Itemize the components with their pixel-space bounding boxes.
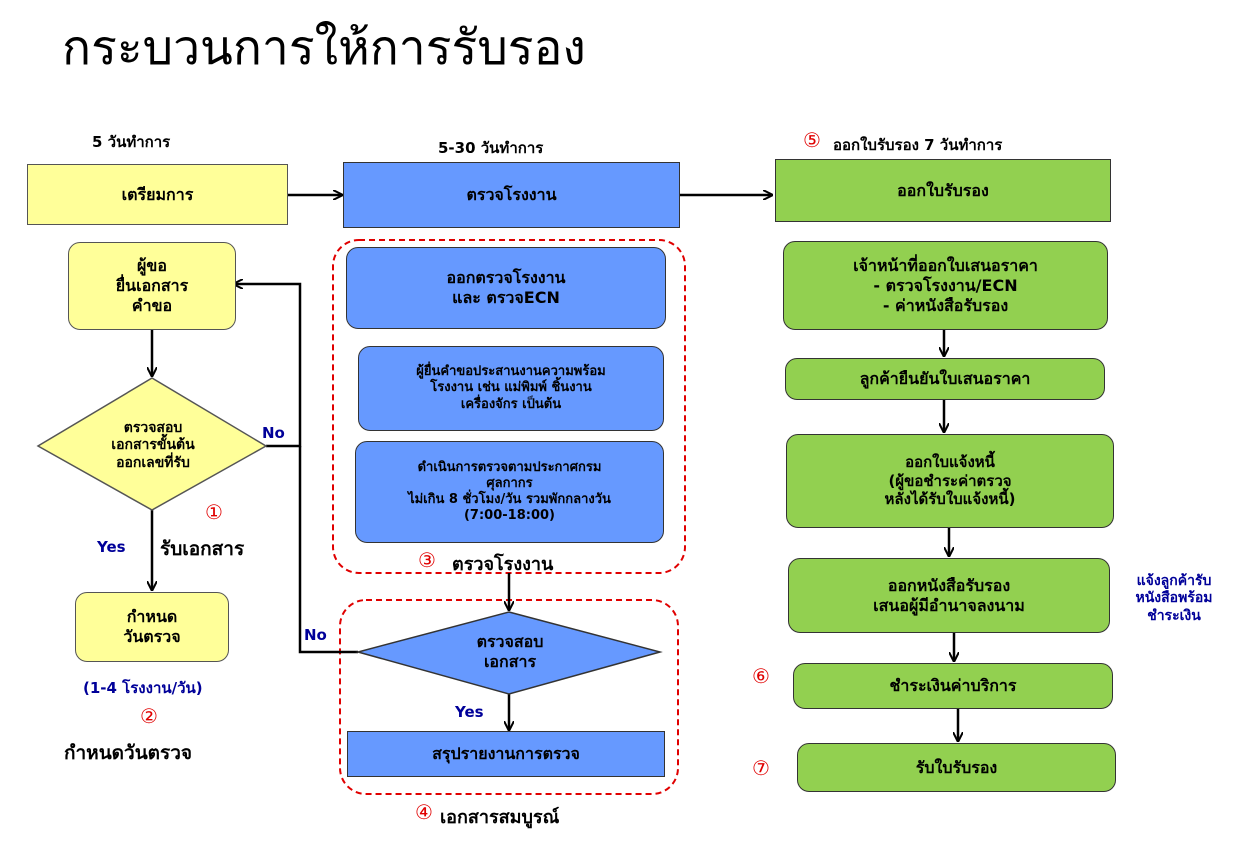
- payment-box: ชำระเงินค่าบริการ: [793, 663, 1113, 709]
- receive-certificate-box: รับใบรับรอง: [797, 743, 1116, 792]
- marker-1: ①: [205, 500, 223, 524]
- marker-2: ②: [140, 704, 158, 728]
- yes-label-2: Yes: [455, 703, 484, 721]
- marker-6: ⑥: [752, 664, 770, 688]
- doc-check-decision-2-text: ตรวจสอบ เอกสาร: [476, 632, 544, 671]
- col3-header: ออกใบรับรอง 7 วันทำการ: [833, 136, 1003, 154]
- page-title: กระบวนการให้การรับรอง: [62, 20, 586, 76]
- certificate-sign-box: ออกหนังสือรับรอง เสนอผู้มีอำนาจลงนาม: [788, 558, 1110, 633]
- arrow-decision-no-back: [234, 284, 302, 448]
- schedule-box: กำหนด วันตรวจ: [75, 592, 229, 662]
- coordinate-readiness-box: ผู้ยื่นคำขอประสานงานความพร้อม โรงงาน เช่…: [358, 346, 664, 431]
- marker-3: ③: [418, 548, 436, 572]
- col1-header: 5 วันทำการ: [92, 133, 171, 151]
- schedule-caption: กำหนดวันตรวจ: [64, 742, 193, 764]
- invoice-box: ออกใบแจ้งหนี้ (ผู้ขอชำระค่าตรวจ หลังได้ร…: [786, 434, 1114, 528]
- factory-inspection-box: ตรวจโรงงาน: [343, 162, 680, 228]
- arrow-doccheck-no-back: [298, 446, 358, 654]
- col2-header: 5-30 วันทำการ: [438, 139, 544, 157]
- no-label-2: No: [304, 626, 327, 644]
- confirm-quotation-box: ลูกค้ายืนยันใบเสนอราคา: [785, 358, 1105, 400]
- inspection-group-label: ตรวจโรงงาน: [452, 554, 554, 575]
- inspect-ecn-box: ออกตรวจโรงงาน และ ตรวจECN: [346, 247, 666, 329]
- no-label-1: No: [262, 424, 285, 442]
- issue-certificate-box: ออกใบรับรอง: [775, 159, 1111, 222]
- submit-request-box: ผู้ขอ ยื่นเอกสาร คำขอ: [68, 242, 236, 330]
- inspection-procedure-box: ดำเนินการตรวจตามประกาศกรม ศุลกากร ไม่เกิ…: [355, 441, 664, 543]
- receive-docs-label: รับเอกสาร: [160, 538, 245, 560]
- yes-label-1: Yes: [97, 538, 126, 556]
- notify-customer-note: แจ้งลูกค้ารับ หนังสือพร้อม ชำระเงิน: [1135, 572, 1213, 624]
- quotation-box: เจ้าหน้าที่ออกใบเสนอราคา - ตรวจโรงงาน/EC…: [783, 241, 1108, 330]
- doc-complete-label: เอกสารสมบูรณ์: [440, 807, 560, 828]
- prepare-box: เตรียมการ: [27, 164, 288, 225]
- marker-5: ⑤: [803, 128, 821, 152]
- marker-4: ④: [415, 800, 433, 824]
- doc-check-decision-text: ตรวจสอบ เอกสารขั้นต้น ออกเลขที่รับ: [111, 419, 195, 471]
- report-summary-box: สรุปรายงานการตรวจ: [347, 731, 665, 777]
- marker-7: ⑦: [752, 756, 770, 780]
- capacity-label: (1-4 โรงงาน/วัน): [83, 679, 203, 697]
